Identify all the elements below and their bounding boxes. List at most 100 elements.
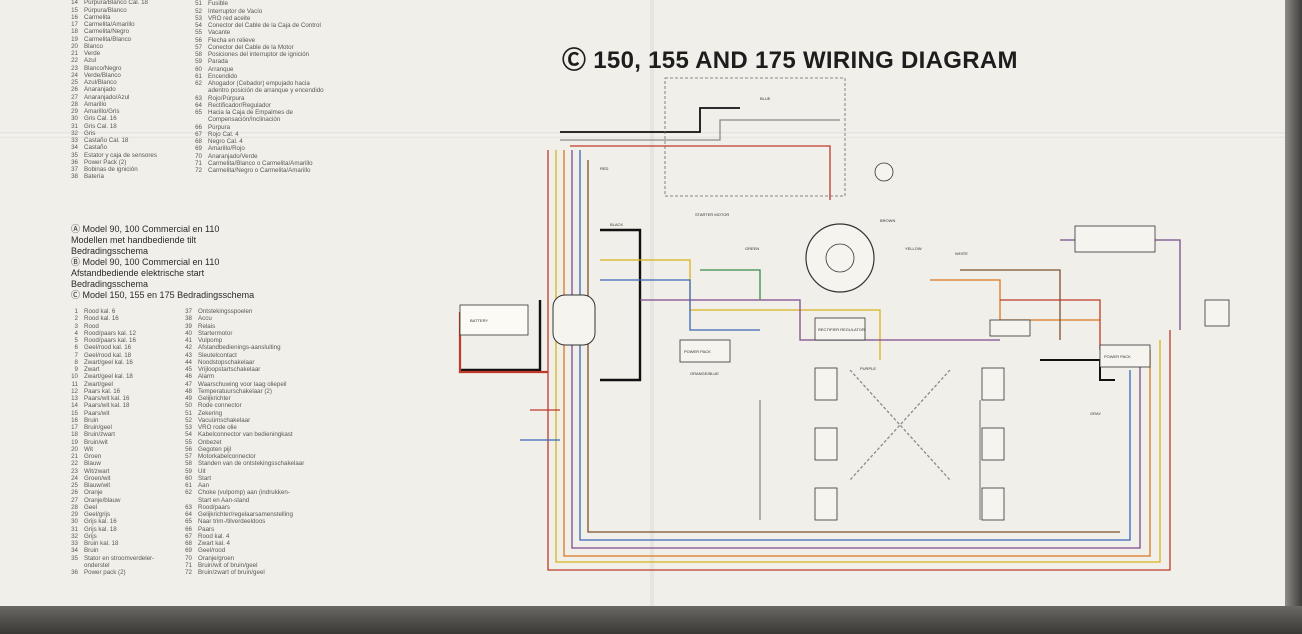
legend-text: VRO rode olie	[198, 424, 237, 431]
wire-gray-top	[560, 119, 840, 141]
legend-number: 12	[71, 387, 78, 395]
legend-text: Carmelita/Blanco o Carmelita/Amarillo	[208, 159, 313, 167]
legend-text: Negro Cal. 4	[208, 138, 243, 145]
ignition-coil	[814, 367, 838, 401]
legend-number: 19	[71, 438, 78, 446]
wire-red-top	[570, 145, 831, 200]
legend-number: 61	[185, 482, 192, 489]
legend-text: Rojo Cal. 4	[208, 130, 239, 138]
legend-number: 18	[71, 431, 78, 439]
legend-text: Rojo/Púrpura	[208, 94, 245, 102]
legend-number: 68	[195, 138, 202, 145]
legend-text: Amarillo/Rojo	[208, 145, 245, 153]
legend-number: 24	[71, 474, 78, 482]
legend-text: Gegoten pijl	[198, 445, 232, 453]
legend-item: 19 Bruin/wit	[58, 439, 228, 446]
legend-number: 39	[185, 322, 192, 330]
legend-text: Zwart kal. 4	[198, 540, 230, 547]
legend-number: 2	[74, 315, 78, 323]
legend-number: 56	[195, 36, 202, 44]
legend-text: Anaranjado	[84, 86, 116, 94]
legend-text: Accu	[198, 315, 212, 323]
legend-text: adentro posición de arranque y encendido	[208, 87, 324, 95]
wire-red-right	[1000, 299, 1101, 350]
legend-item: adentro posición de arranque y encendido	[182, 87, 352, 94]
legend-number: 15	[71, 6, 78, 14]
wire-red-main	[547, 150, 1171, 571]
legend-number: 21	[71, 453, 78, 460]
wire-blue-mid	[600, 279, 760, 331]
legend-text: Bruin/zwart of bruin/geel	[198, 569, 265, 576]
diagram-sheet	[0, 0, 1290, 606]
wire-brown-main	[587, 160, 1120, 533]
legend-number: 69	[185, 547, 192, 555]
legend-text: Anaranjado/Azul	[84, 93, 130, 101]
label-wire-color: ORANGE/BLUE	[690, 371, 719, 376]
legend-number: 25	[71, 482, 78, 489]
legend-text: Startermotor	[198, 329, 233, 337]
legend-text: Start en Aan-stand	[198, 496, 250, 504]
legend-text: Interruptor de Vacío	[208, 7, 263, 15]
legend-text: Hacia la Caja de Empalmes de	[208, 109, 293, 116]
label-rectifier: RECTIFIER REGULATOR	[818, 327, 865, 332]
legend-text: Rood kal. 16	[84, 315, 119, 323]
legend-text: Kabelconnector van bedieningkast	[198, 431, 293, 439]
paper-fold-horizontal	[0, 132, 1290, 138]
legend-number: 51	[185, 409, 192, 417]
legend-number: 72	[195, 167, 202, 174]
label-wire-color: BLACK	[610, 222, 623, 227]
label-wire-color: YELLOW	[905, 246, 922, 251]
legend-text: Posiciones del interruptor de ignición	[208, 51, 310, 58]
wire-blue-main	[579, 150, 1131, 541]
background-edge	[0, 606, 1302, 634]
legend-number: 22	[71, 57, 78, 65]
legend-text: VRO red aceite	[208, 14, 251, 22]
legend-text: Paars kal. 16	[84, 387, 121, 395]
legend-text: Bruin/wit	[84, 438, 108, 446]
model-caption: Bedradingsschema	[71, 279, 149, 289]
legend-number: 28	[71, 503, 78, 511]
legend-number: 66	[185, 525, 192, 533]
legend-text: Zwart/geel kal. 18	[84, 373, 133, 381]
legend-number: 70	[195, 152, 202, 160]
legend-text: Conector del Cable de la Caja de Control	[208, 22, 321, 29]
legend-text: Fusible	[208, 0, 228, 8]
legend-number: 27	[71, 93, 78, 101]
label-wire-color: RED	[600, 166, 609, 171]
wire-black-top	[560, 107, 740, 133]
power-pack-left	[679, 339, 731, 363]
label-battery: BATTERY	[470, 318, 488, 323]
legend-number: 32	[71, 532, 78, 540]
legend-number: 48	[185, 387, 192, 395]
model-caption: Bedradingsschema	[71, 246, 149, 256]
legend-number: 22	[71, 460, 78, 468]
legend-text: Uit	[198, 467, 206, 475]
ignition-coil	[814, 427, 838, 461]
label-wire-color: BROWN	[880, 218, 895, 223]
legend-number: 27	[71, 496, 78, 504]
